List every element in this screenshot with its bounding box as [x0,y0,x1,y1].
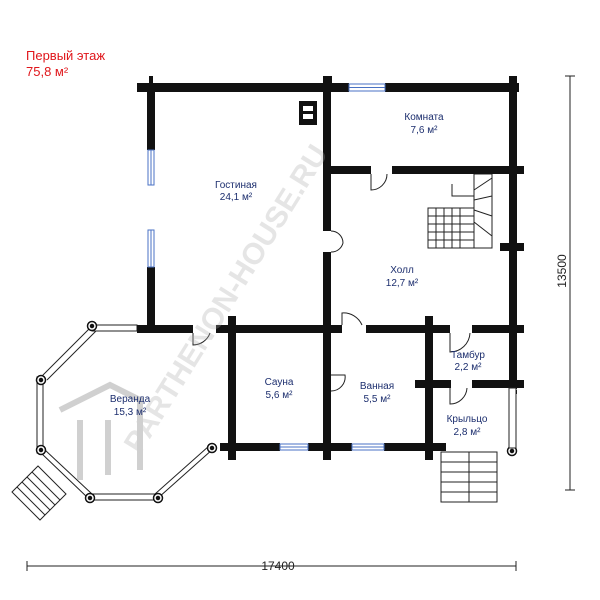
room-sauna-name: Сауна [265,377,294,388]
door-living [330,230,344,253]
room-hall-area: 12,7 м² [386,278,419,289]
room-vestibule-area: 2,2 м² [455,362,483,373]
wall-top-left [137,83,349,92]
wall-room-left [331,166,371,174]
wall-mid-far [472,325,524,333]
doors [192,173,471,405]
floor-area: 75,8 м² [26,64,69,79]
room-porch-area: 2,8 м² [454,427,482,438]
veranda-stairs [11,465,67,521]
wall-living-hall-lower [323,252,331,460]
wall-vestibule-bottom-right [472,380,524,388]
fireplace-icon [299,101,317,125]
door-vestibule [449,332,471,353]
watermark-logo-icon [58,381,143,480]
room-labels: Гостиная 24,1 м² Комната 7,6 м² Холл 12,… [110,112,488,438]
porch-railing [508,387,517,449]
room-vestibule-name: Тамбур [451,349,485,361]
wall-sauna-left [228,316,236,460]
room-living-name: Гостиная [215,180,257,191]
width-dimension-label: 17400 [261,559,295,573]
room-sauna-area: 5,6 м² [266,390,294,401]
room-veranda-name: Веранда [110,394,151,405]
room-hall-name: Холл [390,265,414,276]
wall-right [509,76,517,334]
wall-bottom-mid [308,443,352,451]
wall-bottom-right [384,443,446,451]
wall-vestibule-bottom [433,380,451,388]
porch-stairs [440,451,498,503]
door-sauna [330,374,346,392]
wall-bottom-left [228,443,280,451]
wall-mid-left [137,325,193,333]
wall-top-right [385,83,519,92]
wall-mid-center [216,325,342,333]
wall-room-right [392,166,517,174]
room-room-area: 7,6 м² [411,125,439,136]
room-veranda-area: 15,3 м² [114,407,147,418]
wall-left-upper [147,83,155,150]
door-porch [449,387,468,405]
floor-name: Первый этаж [26,48,106,63]
veranda-posts [35,320,518,504]
walls [137,76,524,460]
wall-mid-right [366,325,450,333]
floor-title: Первый этаж 75,8 м² [26,48,105,80]
room-living-area: 24,1 м² [220,192,253,203]
watermark: PARTHENON-HOUSE.RU [58,139,335,480]
veranda-outline [36,324,214,501]
wall-living-hall-upper [323,83,331,231]
dimension-lines [26,75,575,571]
room-bath-name: Ванная [360,381,394,392]
door-veranda [192,332,211,346]
door-bath [341,312,363,326]
height-dimension-label: 13500 [555,254,569,288]
windows [147,83,386,451]
interior-stairs [427,173,493,249]
room-porch-name: Крыльцо [447,414,488,425]
room-bath-area: 5,5 м² [364,394,392,405]
room-room-name: Комната [404,112,444,123]
door-room [370,173,388,191]
wall-left-lower [147,267,155,333]
